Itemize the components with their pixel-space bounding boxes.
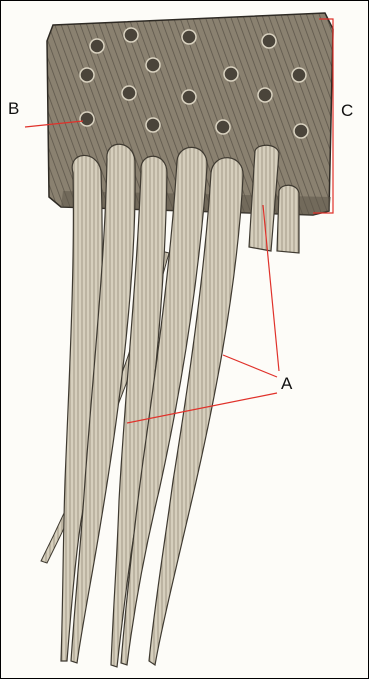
circular-pore-icon xyxy=(122,86,136,100)
circular-pore-icon xyxy=(80,112,94,126)
circular-pore-icon xyxy=(90,39,104,53)
label-a: A xyxy=(281,375,292,392)
circular-pore-icon xyxy=(182,90,196,104)
label-b: B xyxy=(8,100,19,117)
circular-pore-icon xyxy=(182,30,196,44)
circular-pore-icon xyxy=(262,34,276,48)
circular-pore-icon xyxy=(146,58,160,72)
circular-pore-icon xyxy=(294,124,308,138)
leader-line-a2 xyxy=(223,355,277,377)
circular-pore-icon xyxy=(80,68,94,82)
circular-pore-icon xyxy=(124,28,138,42)
circular-pore-icon xyxy=(258,88,272,102)
circular-pore-icon xyxy=(146,118,160,132)
circular-pore-icon xyxy=(292,68,306,82)
label-c: C xyxy=(341,102,353,119)
filament-group-front xyxy=(61,144,299,667)
filament-stub-2 xyxy=(277,185,299,253)
circular-pore-icon xyxy=(224,67,238,81)
circular-pore-icon xyxy=(216,120,230,134)
